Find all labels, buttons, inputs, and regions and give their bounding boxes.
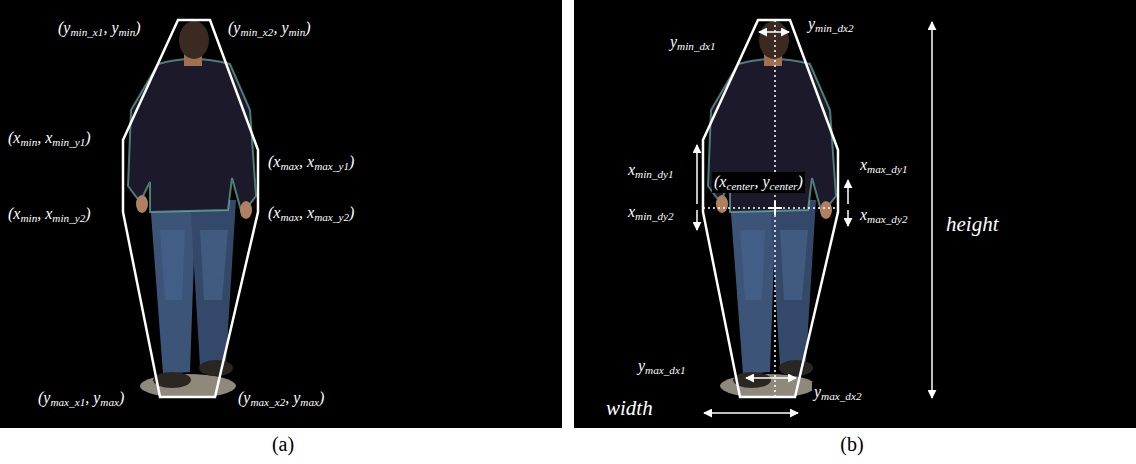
panel-background [0, 0, 562, 428]
label-part: x [628, 203, 635, 220]
label-part: (x [268, 204, 280, 221]
subscript: max [100, 396, 119, 408]
label-part: , y [273, 19, 288, 36]
octagon-outline [703, 20, 838, 397]
subscript: max [280, 211, 299, 223]
subscript: min [20, 212, 37, 224]
label-part: ) [85, 129, 90, 146]
center-label: (xcenter, ycenter) [712, 172, 805, 193]
coordinate-label: (xmin, xmin_y2) [6, 204, 93, 225]
subscript: min_dx2 [815, 22, 854, 34]
subscript: min [20, 136, 37, 148]
label-part: (y [228, 19, 240, 36]
label-part: (x [714, 173, 726, 190]
subscript: max_y1 [314, 160, 349, 172]
subscript: min [288, 26, 305, 38]
subscript: min_dx1 [677, 40, 716, 52]
subscript: min_dy2 [635, 210, 674, 222]
label-part: ) [319, 389, 324, 406]
dimension-label: height [944, 212, 1001, 237]
coordinate-label: (ymax_x1, ymax) [36, 388, 126, 409]
coordinate-label: (ymin_x1, ymin) [56, 18, 143, 39]
label-part: ) [349, 153, 354, 170]
label-part: , y [103, 19, 118, 36]
coordinate-label: (ymin_x2, ymin) [226, 18, 313, 39]
label-part: ) [119, 389, 124, 406]
label-part: x [860, 206, 867, 223]
subscript: min_dy1 [635, 168, 674, 180]
label-part: (y [238, 389, 250, 406]
subscript: center [726, 180, 754, 192]
dimension-label: xmax_dy1 [858, 155, 910, 176]
subscript: max_dy1 [867, 163, 907, 175]
label-part: (x [268, 153, 280, 170]
subscript: min_y1 [52, 136, 85, 148]
dimension-label: xmin_dy1 [626, 160, 676, 181]
subscript: max_dx1 [645, 364, 685, 376]
dimension-label: xmin_dy2 [626, 202, 676, 223]
label-part: ) [797, 173, 802, 190]
label-part: , y [85, 389, 100, 406]
octagon-outline [123, 20, 258, 397]
subscript: max_y2 [314, 211, 349, 223]
label-part: ) [349, 204, 354, 221]
dimension-label: ymax_dx1 [636, 356, 688, 377]
label-part: ) [305, 19, 310, 36]
label-part: y [670, 33, 677, 50]
label-part: (x [8, 205, 20, 222]
center-cross [774, 201, 776, 215]
dimension-label: width [604, 396, 655, 421]
label-part: y [808, 15, 815, 32]
label-part: y [814, 383, 821, 400]
label-part: , y [754, 173, 769, 190]
label-part: , x [299, 153, 314, 170]
subscript: max [300, 396, 319, 408]
subfigure-caption: (b) [840, 432, 863, 456]
dimension-arrows [697, 22, 932, 413]
dimension-label: ymin_dx2 [806, 14, 856, 35]
subscript: center [770, 180, 798, 192]
coordinate-label: (xmax, xmax_y1) [266, 152, 356, 173]
subscript: max_dx2 [821, 390, 861, 402]
label-part: , y [285, 389, 300, 406]
label-part: , x [37, 129, 52, 146]
panel-background [574, 0, 1136, 428]
label-part: ) [85, 205, 90, 222]
subscript: min_x1 [70, 26, 103, 38]
label-part: (x [8, 129, 20, 146]
coordinate-label: (ymax_x2, ymax) [236, 388, 326, 409]
dimension-label: ymax_dx2 [812, 382, 864, 403]
dimension-label: xmax_dy2 [858, 205, 910, 226]
dimension-label: ymin_dx1 [668, 32, 718, 53]
subscript: max_x2 [250, 396, 285, 408]
label-part: , x [37, 205, 52, 222]
center-axis [774, 20, 776, 397]
coordinate-label: (xmin, xmin_y1) [6, 128, 93, 149]
label-part: (y [38, 389, 50, 406]
subscript: max_x1 [50, 396, 85, 408]
label-part: x [860, 156, 867, 173]
subfigure-caption: (a) [272, 432, 294, 456]
coordinate-label: (xmax, xmax_y2) [266, 203, 356, 224]
label-part: x [628, 161, 635, 178]
subscript: max [280, 160, 299, 172]
person-silhouette [708, 21, 836, 398]
subscript: max_dy2 [867, 213, 907, 225]
center-axis [703, 207, 838, 209]
subscript: min [118, 26, 135, 38]
person-silhouette [128, 21, 256, 398]
subscript: min_y2 [52, 212, 85, 224]
label-part: (y [58, 19, 70, 36]
label-part: , x [299, 204, 314, 221]
label-part: y [638, 357, 645, 374]
subscript: min_x2 [240, 26, 273, 38]
label-part: ) [135, 19, 140, 36]
